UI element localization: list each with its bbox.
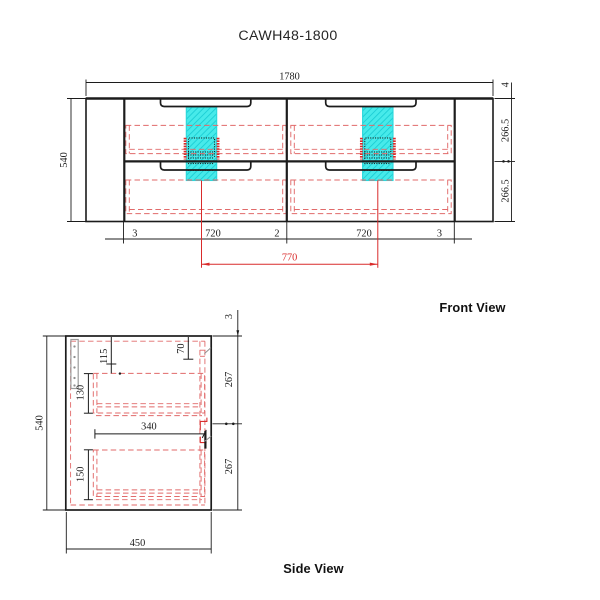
fv-bracket-screws — [183, 137, 396, 160]
sv-dim-115 — [106, 337, 117, 374]
fv-cabinet-outline — [85, 97, 494, 223]
sv-dim-115-label: 115 — [99, 349, 110, 364]
fv-gap-dot-1 — [502, 160, 505, 163]
sv-dim-150 — [83, 449, 93, 501]
front-view-label: Front View — [439, 300, 505, 315]
fv-dim-height — [67, 98, 86, 222]
sv-dim-row2-label: 267 — [224, 459, 235, 474]
fv-dim-bottom-chain — [105, 221, 472, 244]
fv-dim-drawer2-label: 720 — [356, 228, 371, 239]
fv-dim-bracket-centres — [201, 180, 379, 268]
sv-dim-top-gap-label: 3 — [224, 314, 235, 319]
sv-dim-130 — [83, 373, 93, 414]
fv-dim-gap-right-label: 3 — [437, 228, 442, 239]
sv-dim-70 — [183, 337, 194, 360]
sv-gap-dot-2 — [232, 422, 235, 426]
sv-cabinet-outline — [64, 335, 213, 511]
front-view: 1780 540 4 266.5 266.5 3 720 2 72 — [59, 72, 515, 315]
sv-dim-115-dot — [118, 372, 122, 375]
fv-770-arrow-right — [369, 262, 378, 266]
sv-hidden-drawer-boxes — [92, 372, 206, 501]
sv-dim-130-label: 130 — [76, 385, 87, 400]
fv-mount-strip-right — [362, 106, 394, 182]
fv-dim-gap-mid-label: 2 — [274, 228, 279, 239]
fv-dim-770-label: 770 — [282, 253, 297, 264]
fv-dim-row1-label: 266.5 — [500, 119, 511, 142]
sv-gap-arrow — [236, 330, 240, 336]
sv-dim-70-label: 70 — [176, 343, 187, 353]
sv-dim-row1-label: 267 — [224, 372, 235, 387]
sv-dim-height-label: 540 — [35, 415, 46, 430]
sv-dim-right-chain — [212, 310, 242, 511]
sv-carcass-hidden — [70, 340, 207, 506]
fv-gap-dot-2 — [507, 160, 510, 163]
fv-dim-drawer1-label: 720 — [205, 228, 220, 239]
fv-dim-width-label: 1780 — [279, 72, 300, 83]
drawing-title: CAWH48-1800 — [238, 28, 337, 44]
sv-dim-depth-label: 450 — [130, 538, 145, 549]
sv-wall-rail — [70, 338, 79, 390]
sv-recess-details — [199, 347, 212, 449]
sv-dim-340-label: 340 — [141, 421, 156, 432]
sv-dim-height — [42, 335, 66, 511]
fv-dim-top-gap-label: 4 — [500, 82, 511, 87]
side-view-label: Side View — [283, 561, 343, 576]
fv-dim-row2-label: 266.5 — [500, 179, 511, 202]
fv-dim-gap-left-label: 3 — [132, 228, 137, 239]
sv-dim-150-label: 150 — [76, 467, 87, 482]
side-view: 540 450 3 267 267 115 — [35, 310, 344, 576]
fv-dim-width — [85, 79, 494, 96]
sv-dim-depth — [65, 512, 212, 554]
sv-gap-dot-1 — [225, 422, 228, 426]
fv-770-arrow-left — [201, 262, 210, 266]
fv-dim-height-label: 540 — [59, 152, 70, 167]
sv-dim-340 — [94, 429, 207, 439]
